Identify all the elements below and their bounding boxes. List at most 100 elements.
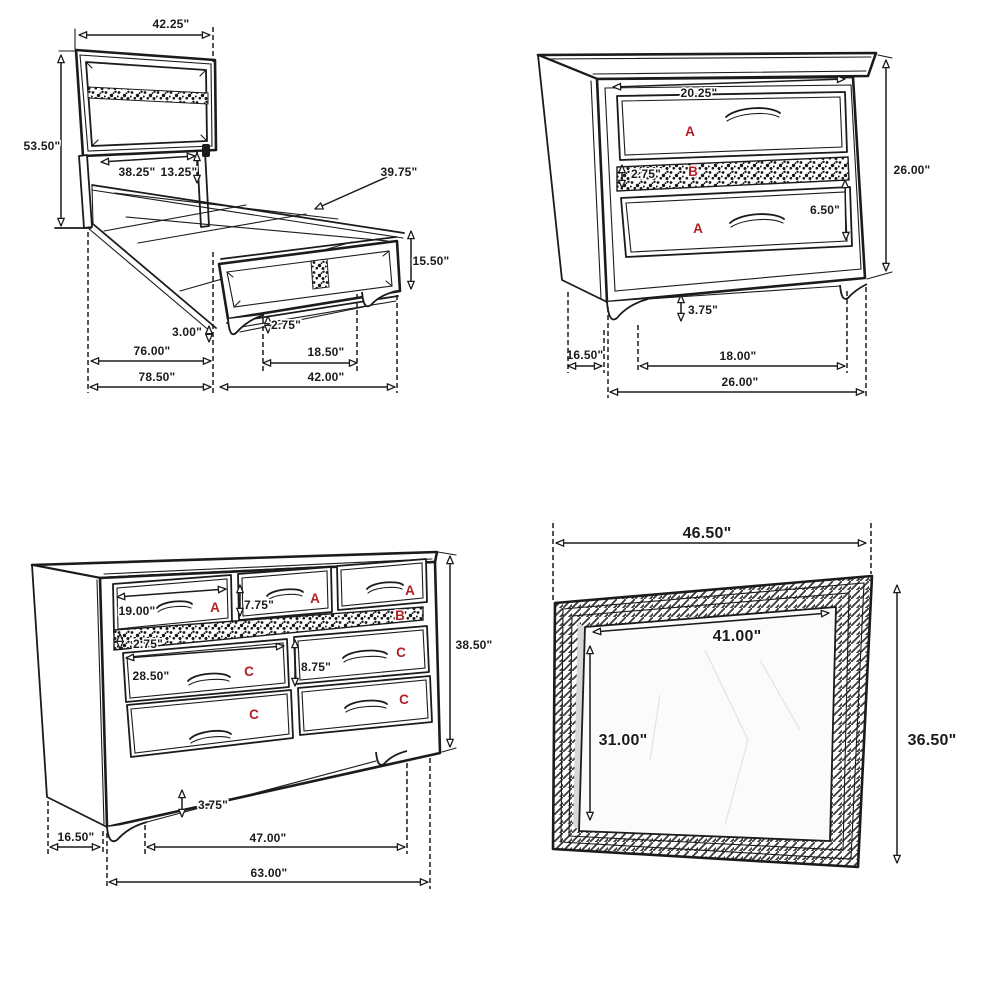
dim-label: 2.75" bbox=[631, 167, 661, 181]
dim-line bbox=[117, 589, 226, 597]
right-bracket-foot bbox=[361, 290, 398, 308]
drawer-front bbox=[126, 689, 294, 758]
nightstand-bottom-drawer: A bbox=[620, 186, 853, 258]
miter-marks bbox=[226, 250, 393, 308]
top-bevel bbox=[543, 56, 872, 75]
dim-label: 31.00" bbox=[599, 732, 648, 749]
right-bracket-foot bbox=[839, 283, 868, 300]
mirror-frame bbox=[551, 574, 874, 869]
dresser-top-left-drawer: A 19.00" bbox=[112, 574, 233, 634]
dim-label: 63.00" bbox=[251, 866, 288, 880]
drawer-bevel bbox=[340, 562, 424, 607]
ext-lines bbox=[47, 758, 431, 889]
footboard-front bbox=[217, 239, 402, 321]
left-bracket-foot bbox=[227, 314, 265, 336]
drawer-handle-edge bbox=[190, 736, 231, 744]
ext-lines bbox=[87, 232, 398, 393]
headboard-right-leg bbox=[196, 150, 210, 228]
near-rail bbox=[92, 223, 217, 329]
drawer-bevel bbox=[301, 679, 429, 732]
drawer-handle bbox=[729, 213, 785, 224]
dim-label: 38.25" bbox=[119, 165, 156, 179]
headboard-bevel bbox=[79, 54, 213, 152]
frame-inner bbox=[568, 592, 850, 851]
leader-line bbox=[315, 176, 388, 210]
dim-label: 6.50" bbox=[810, 203, 840, 217]
dresser-mid-right-drawer: C 8.75" bbox=[294, 625, 430, 686]
dim-label: 3.00" bbox=[172, 325, 202, 339]
dim-label: 39.75" bbox=[381, 165, 418, 179]
dim-label: 2.75" bbox=[271, 318, 301, 332]
band-letter: B bbox=[688, 164, 698, 179]
drawer-bevel bbox=[625, 191, 848, 253]
dim-label: 8.75" bbox=[301, 660, 331, 674]
mirror-dimensions: 46.50" 41.00" 31.00" 36.50" bbox=[552, 523, 958, 863]
dim-line bbox=[593, 613, 829, 632]
dim-line bbox=[101, 156, 195, 162]
dim-label: 18.50" bbox=[308, 345, 345, 359]
dresser-top-right-drawer: A bbox=[336, 558, 428, 611]
dim-label: 36.50" bbox=[908, 732, 957, 749]
drawer-letter: A bbox=[685, 124, 695, 139]
inner-rail bbox=[114, 192, 339, 220]
sparkle-band bbox=[113, 606, 424, 651]
dim-line bbox=[126, 646, 284, 658]
dim-label: 47.00" bbox=[250, 831, 287, 845]
bed-footboard bbox=[217, 236, 402, 336]
drawer-handle bbox=[266, 588, 304, 597]
left-bracket-foot bbox=[606, 298, 649, 321]
dim-label: 13.25" bbox=[161, 165, 198, 179]
dresser-dimensions: 38.50" 3.75" 16.50" 47.00" 63.00" bbox=[47, 551, 494, 889]
head-edge bbox=[91, 184, 94, 225]
drawer-handle bbox=[342, 649, 388, 659]
dim-label: 53.50" bbox=[24, 139, 61, 153]
dim-label: 42.00" bbox=[308, 370, 345, 384]
drawer-letter: A bbox=[210, 600, 220, 615]
right-bracket-foot bbox=[375, 750, 408, 766]
headboard-outline bbox=[74, 48, 218, 158]
drawer-handle-edge bbox=[157, 605, 192, 613]
dim-label: 20.25" bbox=[681, 86, 718, 100]
dresser-diagram: A 19.00" A 7.75" A 2.75" B C 28.50" bbox=[30, 550, 494, 889]
dim-label: 7.75" bbox=[244, 598, 274, 612]
drawer-handle bbox=[189, 729, 232, 740]
drawer-handle-edge bbox=[343, 655, 387, 663]
dim-label: 16.50" bbox=[58, 830, 95, 844]
drawer-letter: C bbox=[249, 707, 259, 722]
dim-label: 3.75" bbox=[198, 798, 228, 812]
drawer-letter: C bbox=[396, 645, 406, 660]
mirror-diagram: 46.50" 41.00" 31.00" 36.50" bbox=[551, 523, 958, 869]
drawer-letter: A bbox=[693, 221, 703, 236]
drawer-handle bbox=[156, 600, 193, 609]
footboard-sparkle-strip bbox=[310, 258, 330, 290]
band-letter: B bbox=[395, 608, 405, 623]
nightstand-diagram: A 2.75" B A 20.25" 26.00" 6.50" 3.75" 16… bbox=[536, 51, 932, 398]
rail-bracket bbox=[202, 144, 210, 157]
drawer-handle-edge bbox=[726, 112, 780, 122]
dim-label: 46.50" bbox=[683, 525, 732, 542]
dim-label: 3.75" bbox=[688, 303, 718, 317]
dim-label: 15.50" bbox=[413, 254, 450, 268]
drawer-handle-edge bbox=[730, 218, 784, 228]
left-bracket-foot bbox=[106, 821, 148, 843]
drawer-front bbox=[336, 558, 428, 611]
headboard-sparkle-band bbox=[87, 86, 209, 105]
dresser-bottom-left-drawer: C bbox=[126, 689, 294, 758]
headboard-left-leg bbox=[78, 154, 93, 229]
drawer-bevel bbox=[297, 629, 426, 681]
frame-silver-edge bbox=[573, 622, 584, 830]
nightstand-dimensions: 20.25" 26.00" 6.50" 3.75" 16.50" 18.00" … bbox=[565, 54, 932, 398]
drawer-handle-edge bbox=[345, 705, 387, 713]
drawer-letter: C bbox=[244, 664, 254, 679]
dim-label: 26.00" bbox=[894, 163, 931, 177]
drawer-handle-edge bbox=[267, 593, 303, 601]
near-rail-inner bbox=[87, 227, 212, 333]
glass-reflection-marks bbox=[649, 649, 801, 826]
center-rail bbox=[125, 216, 389, 242]
nightstand-top-drawer: A bbox=[616, 91, 848, 161]
dim-label: 76.00" bbox=[134, 344, 171, 358]
drawer-handle-edge bbox=[367, 586, 403, 594]
drawer-letter: A bbox=[310, 591, 320, 606]
side-edge bbox=[96, 579, 105, 825]
